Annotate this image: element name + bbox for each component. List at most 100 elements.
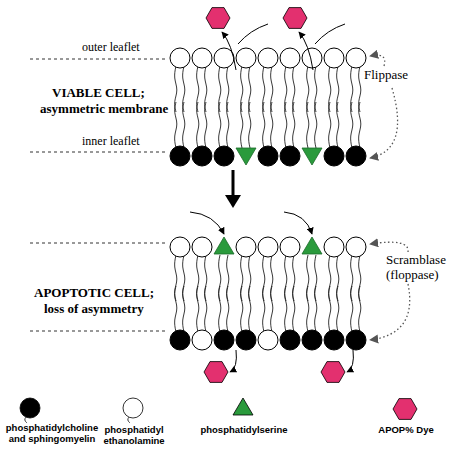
lipid-tail	[227, 286, 229, 332]
dye-hexagon	[321, 362, 345, 383]
legend-tail	[128, 417, 130, 423]
legend-text: APOP% Dye	[366, 424, 446, 435]
pc-head	[192, 146, 212, 166]
legend-text: phosphatidylserine	[196, 424, 292, 435]
pe-head	[192, 237, 212, 257]
lipid-tail	[307, 286, 309, 332]
leaflet-guide	[30, 152, 168, 153]
lipid-tail	[183, 286, 185, 332]
pc-head	[280, 146, 300, 166]
legend-swatch	[20, 398, 40, 418]
interaction-arrow	[230, 350, 236, 372]
lipid-tail	[241, 286, 243, 332]
transition-arrowhead	[225, 195, 241, 208]
lipid-tail	[337, 102, 339, 148]
pe-head	[214, 48, 234, 68]
interaction-arrow	[190, 212, 224, 234]
lipid-tail	[307, 102, 309, 148]
lipid-tail	[197, 286, 199, 332]
lipid-tail	[205, 102, 207, 148]
pe-head	[192, 48, 212, 68]
pc-head	[214, 146, 234, 166]
pe-head	[324, 237, 344, 257]
ps-head	[236, 148, 256, 165]
pe-head	[280, 48, 300, 68]
lipid-tail	[351, 102, 353, 148]
leaflet-guide	[30, 331, 168, 332]
dye-hexagon	[206, 8, 230, 29]
lipid-tail	[359, 286, 361, 332]
lipid-tail	[219, 286, 221, 332]
annotation-label: Flippase	[364, 68, 408, 83]
pe-head	[258, 330, 278, 350]
interaction-arrow	[315, 24, 345, 44]
lipid-tail	[205, 286, 207, 332]
lipid-tail	[219, 102, 221, 148]
pc-head	[214, 330, 234, 350]
lipid-tail	[249, 102, 251, 148]
lipid-tail	[197, 102, 199, 148]
pe-head	[170, 48, 190, 68]
pe-head	[324, 48, 344, 68]
dye-hexagon	[204, 362, 228, 383]
annotation-label: loss of asymmetry	[44, 302, 144, 317]
legend-swatch	[393, 399, 417, 420]
annotation-label: asymmetric membrane	[40, 102, 168, 117]
pc-head	[346, 146, 366, 166]
lipid-tail	[175, 286, 177, 332]
pc-head	[280, 330, 300, 350]
lipid-tail	[293, 286, 295, 332]
legend-swatch	[123, 398, 143, 418]
transition-arrow	[232, 170, 235, 196]
lipid-tail	[183, 102, 185, 148]
dye-hexagon	[283, 8, 307, 29]
annotation-label: inner leaflet	[82, 135, 140, 149]
interaction-arrow	[284, 212, 312, 234]
lipid-tail	[315, 286, 317, 332]
pc-head	[170, 330, 190, 350]
annotation-label: outer leaflet	[82, 41, 140, 55]
lipid-tail	[175, 102, 177, 148]
ps-head	[302, 148, 322, 165]
pe-head	[346, 237, 366, 257]
annotation-label: (floppase)	[386, 268, 439, 283]
annotation-label: Scramblase	[386, 253, 446, 268]
interaction-arrow	[347, 350, 353, 372]
legend-swatch	[233, 398, 253, 415]
interaction-arrow	[299, 32, 313, 70]
lipid-tail	[263, 286, 265, 332]
pe-head	[170, 237, 190, 257]
pe-head	[280, 237, 300, 257]
pe-head	[346, 48, 366, 68]
enzyme-arrow	[370, 242, 408, 252]
lipid-tail	[271, 286, 273, 332]
legend-swatches	[20, 398, 417, 423]
leaflet-guide	[30, 243, 168, 244]
ps-head	[214, 237, 234, 254]
pe-head	[236, 48, 256, 68]
pc-head	[170, 146, 190, 166]
interaction-arrow	[238, 24, 268, 44]
enzyme-arrow	[370, 55, 385, 66]
lipid-tail	[351, 286, 353, 332]
lipid-tail	[329, 286, 331, 332]
lipid-tail	[337, 286, 339, 332]
lipid-tail	[329, 102, 331, 148]
lipid-tail	[227, 102, 229, 148]
pe-head	[258, 48, 278, 68]
pc-head	[258, 146, 278, 166]
lipid-tail	[263, 102, 265, 148]
pe-head	[258, 237, 278, 257]
lipid-tail	[241, 102, 243, 148]
pc-head	[236, 330, 256, 350]
annotation-label: VIABLE CELL;	[52, 86, 145, 101]
leaflet-guide	[30, 59, 168, 60]
enzyme-arrow	[370, 88, 398, 158]
lipid-tail	[271, 102, 273, 148]
lipid-tail	[315, 102, 317, 148]
lipid-tail	[249, 286, 251, 332]
legend-text: phosphatidyl ethanolamine	[100, 424, 168, 447]
lipid-tail	[359, 102, 361, 148]
lipid-heads	[170, 48, 366, 350]
